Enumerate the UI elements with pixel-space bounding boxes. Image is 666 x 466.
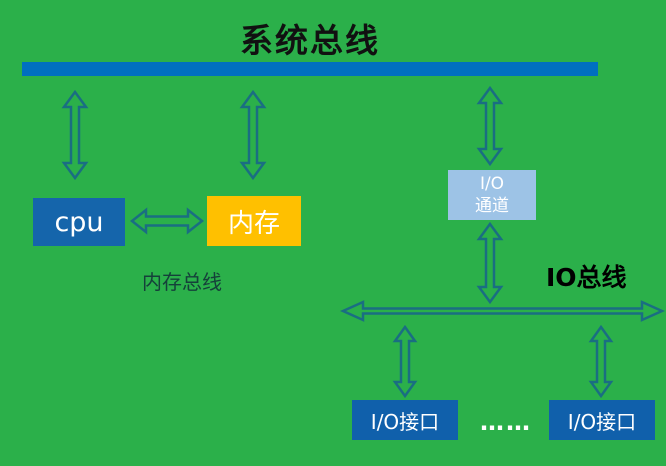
arrow-io-bus-interface-1 <box>392 324 418 399</box>
io-bus-label: IO总线 <box>546 263 627 292</box>
arrow-io-bus-interface-2 <box>588 324 614 399</box>
io-channel-box: I/O 通道 <box>448 170 536 220</box>
system-bus-bar <box>22 62 598 76</box>
memory-box: 内存 <box>207 196 301 246</box>
memory-bus-label: 内存总线 <box>142 270 222 294</box>
arrow-io-channel-io-bus <box>476 221 504 305</box>
io-interface-2-label: I/O接口 <box>567 409 637 434</box>
io-interface-1-label: I/O接口 <box>370 409 440 434</box>
cpu-label: cpu <box>54 206 104 238</box>
arrow-io-bus-line <box>339 300 666 322</box>
ellipsis-text: …… <box>480 408 532 436</box>
diagram-title: 系统总线 <box>240 21 380 60</box>
arrow-bus-memory <box>239 89 267 181</box>
arrow-bus-io-channel <box>476 85 504 167</box>
arrow-cpu-memory <box>129 207 205 235</box>
io-interface-box-1: I/O接口 <box>352 400 458 440</box>
io-interface-box-2: I/O接口 <box>549 400 655 440</box>
io-channel-label-line2: 通道 <box>475 196 509 216</box>
cpu-box: cpu <box>33 198 125 246</box>
io-channel-label-line1: I/O <box>479 173 505 194</box>
arrow-bus-cpu <box>61 89 89 181</box>
memory-label: 内存 <box>227 208 280 239</box>
